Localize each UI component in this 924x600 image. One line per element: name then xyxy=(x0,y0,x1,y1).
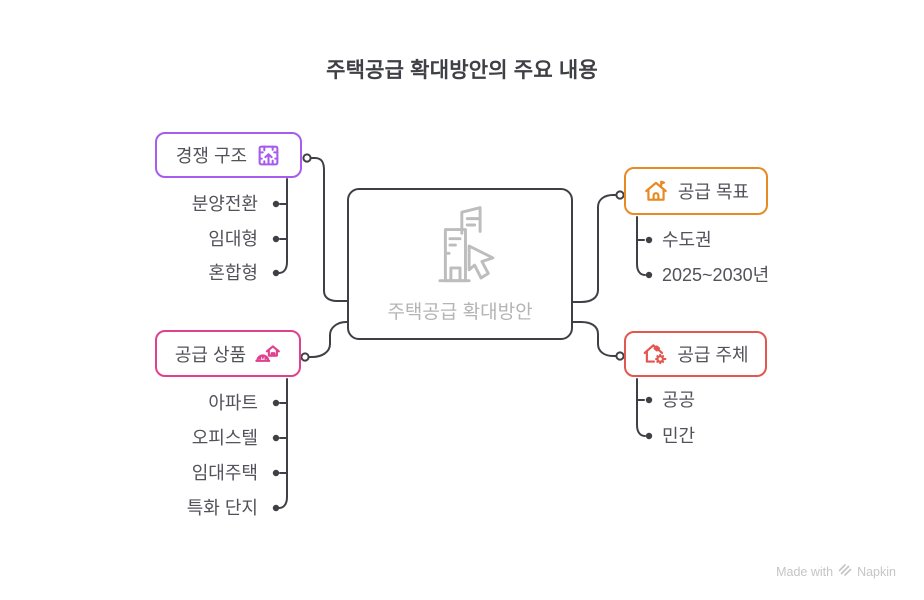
branch-label: 경쟁 구조 xyxy=(175,146,248,166)
child-item[interactable]: 공공 xyxy=(662,390,696,410)
child-item[interactable]: 수도권 xyxy=(662,230,712,250)
page-title: 주택공급 확대방안의 주요 내용 xyxy=(326,59,598,82)
child-item[interactable]: 분양전환 xyxy=(191,194,258,214)
branch-node-competition[interactable]: 경쟁 구조 xyxy=(155,132,302,178)
branch-label: 공급 상품 xyxy=(174,344,247,365)
connector-center-supplier xyxy=(572,321,617,357)
child-item[interactable]: 임대주택 xyxy=(191,463,258,483)
spine-products xyxy=(278,378,288,509)
branch-label: 공급 목표 xyxy=(677,182,750,202)
house-helmet-icon xyxy=(255,341,281,367)
center-node-label: 주택공급 확대방안 xyxy=(387,302,533,323)
spine-competition xyxy=(278,178,288,274)
child-item[interactable]: 2025~2030년 xyxy=(662,265,770,285)
napkin-logo-icon xyxy=(838,563,852,580)
branch-label: 공급 주체 xyxy=(677,345,749,365)
branch-node-products[interactable]: 공급 상품 xyxy=(155,330,301,377)
child-item[interactable]: 아파트 xyxy=(208,393,258,413)
child-item[interactable]: 혼합형 xyxy=(208,263,258,283)
branch-node-target[interactable]: 공급 목표 xyxy=(624,167,768,215)
endpoint-target xyxy=(615,190,625,200)
house-gear-icon xyxy=(642,341,668,367)
made-with-napkin[interactable]: Made with Napkin xyxy=(776,563,896,580)
child-bullets xyxy=(272,200,653,512)
connector-competition-center xyxy=(310,157,348,302)
endpoint-supplier xyxy=(615,351,625,361)
child-item[interactable]: 임대형 xyxy=(208,229,258,249)
house-icon xyxy=(643,178,669,204)
connector-center-target xyxy=(572,194,617,303)
child-item[interactable]: 특화 단지 xyxy=(186,498,258,518)
connector-products-center xyxy=(308,321,349,358)
child-item[interactable]: 오피스텔 xyxy=(191,428,258,448)
made-with-label: Made with xyxy=(776,564,834,579)
center-node[interactable]: 주택공급 확대방안 xyxy=(347,188,573,340)
building-cursor-icon xyxy=(416,204,504,293)
endpoint-competition xyxy=(302,153,312,163)
child-item[interactable]: 민간 xyxy=(662,426,696,446)
maze-icon xyxy=(256,143,281,168)
spine-supplier xyxy=(636,378,646,437)
brand-label: Napkin xyxy=(857,564,896,579)
endpoint-products xyxy=(300,352,310,362)
spine-target xyxy=(636,216,646,276)
branch-node-supplier[interactable]: 공급 주체 xyxy=(624,331,767,377)
